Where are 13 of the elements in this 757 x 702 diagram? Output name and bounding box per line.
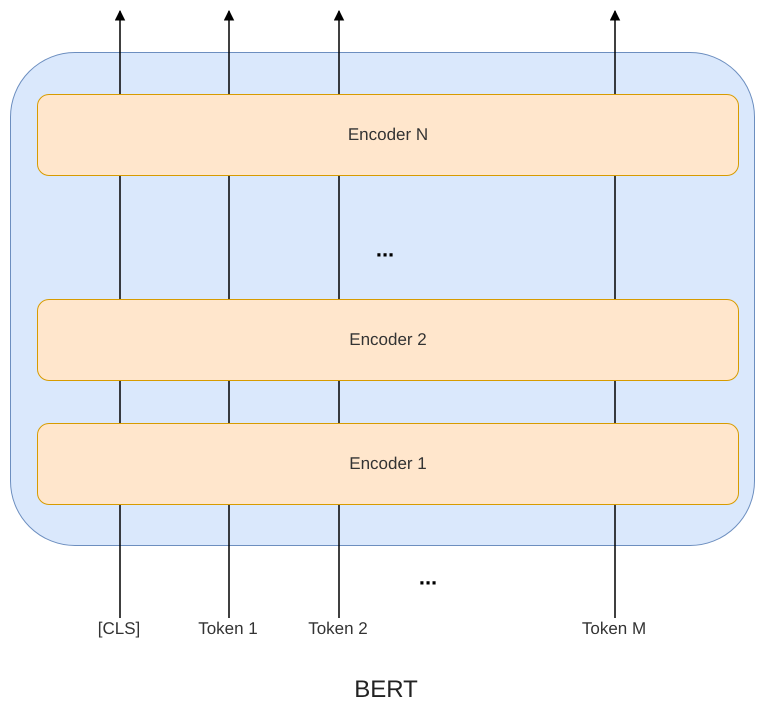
encoder-label: Encoder N bbox=[348, 125, 428, 145]
ellipsis-label: ... bbox=[418, 564, 438, 590]
encoder-box bbox=[37, 423, 739, 505]
token-label: [CLS] bbox=[89, 617, 149, 641]
encoder-label: Encoder 1 bbox=[349, 454, 427, 474]
token-label: Token 1 bbox=[190, 617, 266, 641]
ellipsis-label: ... bbox=[376, 236, 394, 262]
encoder-box bbox=[37, 94, 739, 176]
token-label: Token 2 bbox=[300, 617, 376, 641]
encoder-label: Encoder 2 bbox=[349, 330, 427, 350]
caption: BERT bbox=[354, 676, 418, 702]
encoder-box bbox=[37, 299, 739, 381]
token-label: Token M bbox=[571, 617, 657, 641]
